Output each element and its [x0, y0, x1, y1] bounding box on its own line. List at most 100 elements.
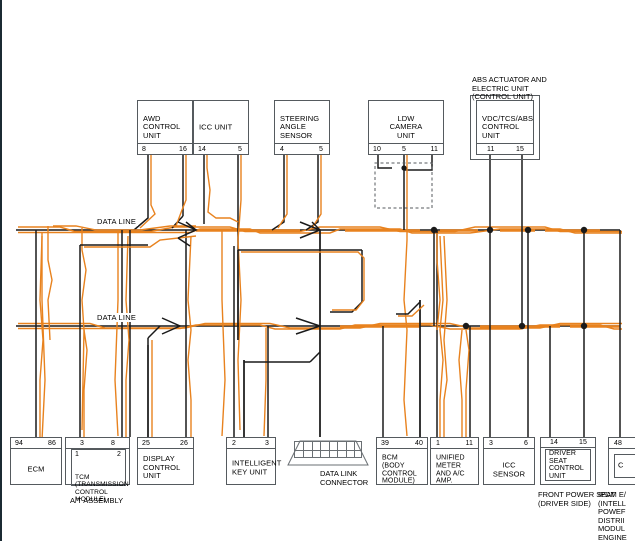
pin-ipdm-48: 48	[614, 440, 622, 447]
unit-unified-meter-and-ac-amp[interactable]: 1 11 UNIFIED METER AND A/C AMP.	[430, 437, 479, 485]
mid-routing-black	[79, 230, 435, 437]
unified-pin-strip: 1 11	[431, 438, 478, 449]
tcm-pin-strip: 3 8	[66, 438, 129, 449]
unit-awd-control-unit[interactable]: AWD CONTROL UNIT 8 16	[137, 100, 193, 155]
bottom-riser-wires-black	[35, 230, 621, 437]
junction-dot	[524, 226, 532, 234]
display-pin-strip: 25 26	[138, 438, 193, 449]
pin-unified-1: 1	[436, 440, 440, 447]
junction-dot	[580, 226, 588, 234]
mid-routing-orange	[84, 233, 441, 437]
pin-display-25: 25	[142, 440, 150, 447]
group-front-power-seat: 14 15 DRIVER SEAT CONTROL UNIT	[540, 437, 596, 485]
unit-bcm[interactable]: 39 40 BCM (BODY CONTROL MODULE)	[376, 437, 428, 485]
pin-tcm-inner-1: 1	[75, 451, 79, 458]
pin-steering-4: 4	[280, 146, 284, 153]
unit-icc-unit-label: ICC UNIT	[199, 122, 233, 132]
unit-vdc-tcs-abs-control-unit[interactable]: VDC/TCS/ABS CONTROL UNIT 11 15	[476, 100, 534, 155]
junction-dot	[462, 322, 470, 330]
unit-ecm[interactable]: 94 86 ECM	[10, 437, 62, 485]
vdc-pin-strip: 11 15	[477, 143, 533, 154]
junction-dot	[518, 322, 526, 330]
icc-sensor-pin-strip: 3 6	[484, 438, 534, 449]
pin-ldw-10: 10	[373, 146, 381, 153]
pin-display-26: 26	[180, 440, 188, 447]
unit-ldw-camera-unit-label: LDW CAMERA UNIT	[389, 113, 423, 140]
pin-ecm-94: 94	[15, 440, 23, 447]
dlc-vline	[303, 442, 304, 457]
unit-vdc-tcs-abs-control-unit-label: VDC/TCS/ABS CONTROL UNIT	[482, 113, 534, 140]
pin-tcm-inner-2: 2	[117, 451, 121, 458]
pin-unified-11: 11	[465, 440, 473, 447]
unit-intelligent-key-unit[interactable]: 2 3 INTELLIGENT KEY UNIT	[226, 437, 282, 485]
unit-tcm[interactable]: 3 8 1 2 TCM (TRANSMISSION CONTROL MODULE…	[65, 437, 130, 503]
top-drop-wires-black	[133, 155, 523, 340]
pin-bcm-39: 39	[381, 440, 389, 447]
junction-dot	[486, 226, 494, 234]
unit-steering-angle-sensor-label: STEERING ANGLE SENSOR	[280, 113, 320, 140]
ipdm-inner-box: C	[614, 454, 635, 478]
unit-unified-meter-label: UNIFIED METER AND A/C AMP.	[436, 454, 465, 485]
dlc-vline	[329, 442, 330, 457]
left-edge-rule	[0, 0, 2, 541]
driver-seat-pin-strip: 14 15	[540, 437, 596, 448]
bus-tap-crossings	[161, 221, 323, 335]
label-front-power-seat: FRONT POWER SEAT (DRIVER SIDE)	[538, 490, 616, 508]
label-at-assembly: A/T ASSEMBLY	[70, 496, 124, 505]
pin-vdc-15: 15	[516, 146, 524, 153]
junction-dot	[580, 322, 588, 330]
dlc-vline	[337, 442, 338, 457]
pin-bcm-40: 40	[415, 440, 423, 447]
unit-intelligent-key-unit-label: INTELLIGENT KEY UNIT	[232, 458, 282, 476]
pin-awd-16: 16	[179, 146, 187, 153]
unit-ldw-camera-unit[interactable]: LDW CAMERA UNIT 10 5 11	[368, 100, 444, 155]
dlc-mid-hline	[295, 450, 361, 451]
unit-tcm-label: TCM (TRANSMISSION CONTROL MODULE)	[75, 474, 129, 504]
pin-ldw-5: 5	[402, 146, 406, 153]
driver-seat-outer-box	[540, 437, 596, 485]
unit-bcm-label: BCM (BODY CONTROL MODULE)	[382, 454, 417, 485]
label-data-link-connector: DATA LINK CONNECTOR	[320, 469, 369, 487]
dlc-vline	[346, 442, 347, 457]
ldw-pin-strip: 10 5 11	[369, 143, 443, 154]
ldw-shield-dashed-box	[374, 162, 433, 209]
pin-ikey-2: 2	[232, 440, 236, 447]
data-link-connector-pin-grid[interactable]	[294, 441, 362, 458]
icc-pin-strip: 14 5	[194, 143, 248, 154]
pin-ldw-11: 11	[430, 146, 438, 153]
pin-vdc-11: 11	[487, 146, 495, 153]
ipdm-pin-strip: 48	[609, 438, 635, 449]
pin-ecm-86: 86	[48, 440, 56, 447]
data-line-label-lower: DATA LINE	[95, 313, 139, 322]
unit-icc-sensor-label: ICC SENSOR	[492, 460, 526, 478]
pin-driver-seat-15: 15	[579, 439, 587, 446]
unit-display-control-unit[interactable]: 25 26 DISPLAY CONTROL UNIT	[137, 437, 194, 485]
unit-display-control-unit-label: DISPLAY CONTROL UNIT	[143, 454, 181, 481]
awd-pin-strip: 8 16	[138, 143, 192, 154]
unit-steering-angle-sensor[interactable]: STEERING ANGLE SENSOR 4 5	[274, 100, 330, 155]
unit-awd-control-unit-label: AWD CONTROL UNIT	[143, 113, 181, 140]
driver-seat-inner-box[interactable]: DRIVER SEAT CONTROL UNIT	[545, 449, 591, 481]
unit-icc-sensor[interactable]: 3 6 ICC SENSOR	[483, 437, 535, 485]
pin-icc-sensor-6: 6	[524, 440, 528, 447]
pin-icc-sensor-3: 3	[489, 440, 493, 447]
bcm-pin-strip: 39 40	[377, 438, 427, 449]
pin-icc-5: 5	[238, 146, 242, 153]
left-routed-orange	[41, 225, 267, 441]
data-line-label-upper: DATA LINE	[95, 217, 139, 226]
label-ipdm-er: IPDM E/ (INTELL POWEF DISTRII MODUL ENGI…	[598, 490, 627, 541]
unit-icc-unit[interactable]: ICC UNIT 14 5	[193, 100, 249, 155]
group-abs-actuator-electric-unit	[470, 95, 540, 160]
steering-pin-strip: 4 5	[275, 143, 329, 154]
junction-dot	[401, 165, 407, 171]
unit-ipdm-er[interactable]: 48 C	[608, 437, 635, 485]
pin-awd-8: 8	[142, 146, 146, 153]
pin-tcm-3: 3	[80, 440, 84, 447]
pin-icc-14: 14	[198, 146, 206, 153]
pin-steering-5: 5	[319, 146, 323, 153]
pin-tcm-8: 8	[111, 440, 115, 447]
dlc-vline	[320, 442, 321, 457]
pin-driver-seat-14: 14	[550, 439, 558, 446]
